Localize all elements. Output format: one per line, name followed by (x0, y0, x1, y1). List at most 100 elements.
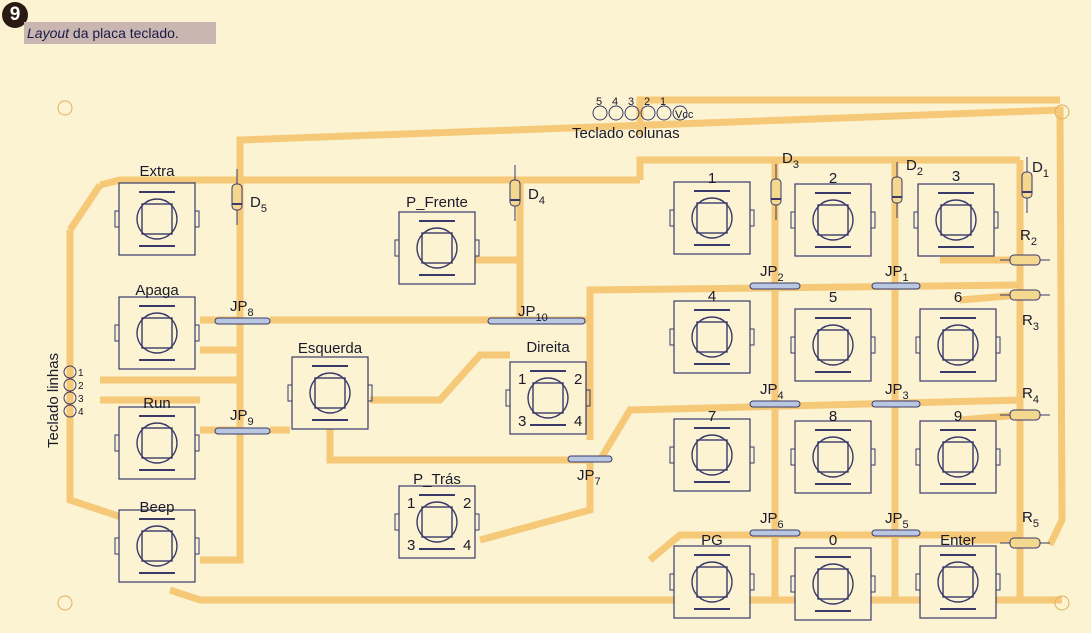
jumper-wire-icon (567, 455, 613, 463)
label-subscript: 7 (595, 476, 601, 488)
button-label: 8 (829, 408, 837, 425)
figure-caption: 9 Layout da placa teclado. (0, 0, 230, 46)
button-label: P_Frente (406, 194, 468, 211)
mounting-hole-icon (57, 595, 73, 611)
label-subscript: 4 (778, 390, 784, 402)
pin-number: 1 (518, 371, 526, 388)
label-subscript: 6 (778, 519, 784, 531)
component-label: R3 (1022, 312, 1039, 333)
button-2: 2 (790, 170, 876, 257)
label-subscript: 4 (539, 195, 545, 207)
switch-actuator-icon (937, 561, 979, 603)
switch-actuator-icon (527, 377, 569, 419)
jumper-wire-icon (214, 427, 271, 435)
button-esquerda: Esquerda (287, 340, 373, 430)
pin-number: 2 (463, 495, 471, 512)
jumper-wire-icon (749, 282, 801, 290)
label-name: JP (230, 298, 248, 315)
label-name: JP (885, 510, 903, 527)
button-3: 3 (913, 168, 999, 257)
switch-actuator-icon (812, 436, 854, 478)
button-6: 6 (915, 289, 1001, 382)
button-label: P_Trás (413, 471, 461, 488)
button-label: 3 (952, 168, 960, 185)
label-subscript: 3 (1033, 321, 1039, 333)
label-subscript: 2 (917, 166, 923, 178)
switch-actuator-icon (691, 561, 733, 603)
label-subscript: 5 (261, 203, 267, 215)
label-subscript: 3 (903, 390, 909, 402)
diode-d1: D1 (1021, 157, 1049, 213)
connector-pin-label: 3 (628, 96, 634, 108)
jumper-jp2: JP2 (749, 263, 801, 290)
connector-pin-label: 3 (78, 394, 84, 405)
component-label: JP8 (230, 298, 254, 319)
label-name: JP (885, 263, 903, 280)
button-label: PG (701, 532, 723, 549)
jumper-wire-icon (487, 317, 586, 325)
resistor-r4: R4 (1000, 385, 1050, 421)
connector-pad-icon (672, 105, 688, 121)
jumper-jp1: JP1 (871, 263, 921, 290)
jumper-jp6: JP6 (749, 510, 801, 537)
pin-number: 2 (574, 371, 582, 388)
component-label: JP1 (885, 263, 909, 284)
button-5: 5 (790, 289, 876, 382)
resistor-r2: R2 (1000, 227, 1050, 266)
button-label: 4 (708, 288, 716, 305)
button-label: 9 (954, 408, 962, 425)
connector-pin-label: 5 (596, 96, 602, 108)
pin-number: 3 (518, 413, 526, 430)
jumper-jp8: JP8 (214, 298, 271, 325)
button-label: Enter (940, 532, 976, 549)
button-label: 0 (829, 532, 837, 549)
row-connector-label: Teclado linhas (45, 353, 62, 448)
component-label: D1 (1032, 159, 1049, 180)
jumper-jp10: JP10 (487, 303, 586, 325)
component-label: JP7 (577, 467, 601, 488)
label-subscript: 10 (536, 312, 548, 324)
label-name: JP (230, 407, 248, 424)
jumper-wire-icon (871, 282, 921, 290)
button-8: 8 (790, 408, 876, 494)
diode-icon (770, 178, 782, 206)
label-name: D (250, 194, 261, 211)
label-name: JP (760, 381, 778, 398)
connector-pin-label: 2 (78, 381, 84, 392)
label-name: D (782, 150, 793, 167)
connector-pin-label: 2 (644, 96, 650, 108)
connector-pad-icon (656, 105, 672, 121)
label-name: D (1032, 159, 1043, 176)
diode-icon (231, 183, 243, 211)
switch-actuator-icon (416, 501, 458, 543)
diode-d4: D4 (509, 165, 545, 221)
connector-pad-icon (640, 105, 656, 121)
button-9: 9 (915, 408, 1001, 494)
button-enter: Enter (915, 532, 1001, 619)
jumper-jp5: JP5 (871, 510, 921, 537)
label-subscript: 5 (1033, 518, 1039, 530)
switch-actuator-icon (812, 324, 854, 366)
jumper-jp3: JP3 (871, 381, 921, 408)
resistor-r5: R5 (1000, 509, 1050, 549)
label-subscript: 2 (1031, 236, 1037, 248)
button-pg: PG (669, 532, 755, 619)
diode-d5: D5 (231, 169, 267, 225)
vcc-label: Vcc (675, 109, 694, 121)
component-label: JP5 (885, 510, 909, 531)
component-label: JP9 (230, 407, 254, 428)
jumper-wire-icon (749, 400, 801, 408)
button-label: Run (143, 395, 171, 412)
component-label: JP6 (760, 510, 784, 531)
connector-pad-icon (592, 105, 608, 121)
diode-d2: D2 (891, 157, 923, 218)
connector-pad-icon (63, 404, 77, 418)
component-label: D3 (782, 150, 799, 171)
connector-pad-icon (63, 378, 77, 392)
button-label: 1 (708, 170, 716, 187)
switch-actuator-icon (136, 312, 178, 354)
resistor-icon (1009, 254, 1041, 266)
button-beep: Beep (114, 499, 200, 583)
